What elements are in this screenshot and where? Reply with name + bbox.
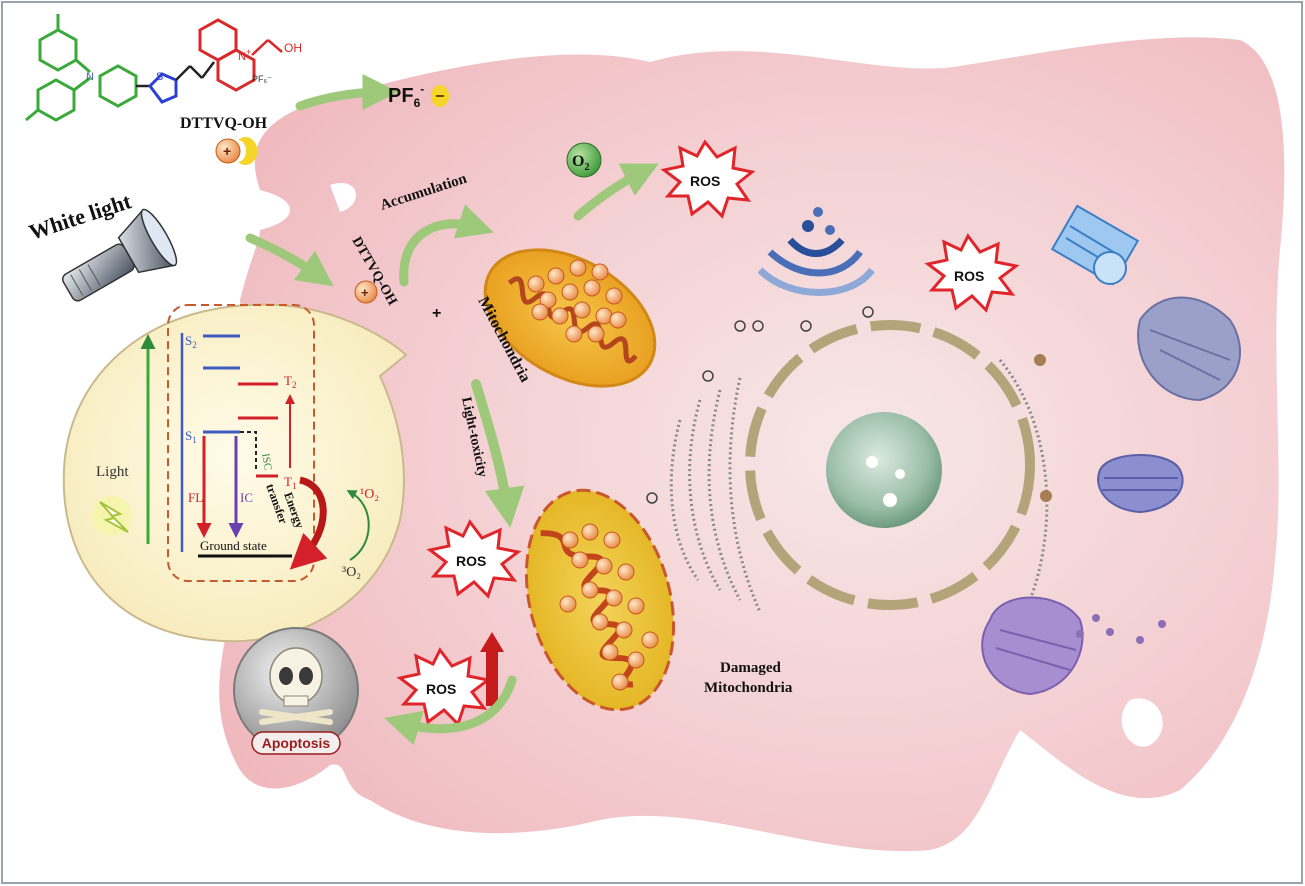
release-arrow — [295, 74, 399, 111]
n-plus-label: N+ — [238, 47, 251, 63]
small-vesicles — [1076, 614, 1166, 644]
fl-label: FL — [188, 490, 203, 505]
mito-cation-cluster — [527, 259, 627, 343]
purple-organelle-top — [1137, 296, 1241, 402]
white-light-label: White light — [26, 188, 135, 245]
cation-icon: + — [354, 280, 378, 304]
plus-sign: + — [432, 305, 441, 322]
light-arrow — [245, 233, 334, 287]
flashlight-icon — [61, 208, 178, 302]
svg-text:Apoptosis: Apoptosis — [262, 735, 331, 751]
svg-text:ROS: ROS — [690, 173, 720, 189]
ros-burst-mid: ROS — [426, 519, 522, 599]
compound-name: DTTVQ-OH — [180, 115, 268, 132]
lightning-icon — [92, 496, 132, 536]
ros-burst-right: ROS — [924, 233, 1020, 313]
t1-label: T1 — [284, 474, 296, 491]
svg-text:ROS: ROS — [426, 681, 456, 697]
nuclear-envelope — [745, 320, 1035, 610]
svg-text:+: + — [223, 143, 231, 159]
nucleolus-dot — [895, 469, 905, 479]
o2-label: O2 — [572, 153, 589, 173]
ros-increase-arrow — [480, 632, 504, 706]
er-vesicle — [1040, 490, 1052, 502]
nucleolus-dot — [883, 493, 897, 507]
rough-er — [669, 359, 1049, 613]
damaged-label-2: Mitochondria — [704, 680, 793, 696]
pf6-small-label: PF₆⁻ — [252, 74, 272, 84]
accumulation-arrow — [399, 204, 494, 287]
n-atom-label: N — [86, 71, 94, 83]
svg-text:ROS: ROS — [954, 268, 984, 284]
t2-label: T2 — [284, 373, 296, 390]
o2-conversion-arrow — [346, 490, 370, 561]
apoptosis-badge: Apoptosis — [251, 731, 341, 755]
s-atom-label: S — [156, 71, 163, 83]
purple-organelle-mid — [1097, 454, 1184, 514]
energy-transfer-arrow — [289, 476, 328, 570]
ros-burst-bottom: ROS — [396, 647, 492, 727]
jablonski-light-label: Light — [96, 464, 129, 480]
svg-text:ROS: ROS — [456, 553, 486, 569]
damaged-label-1: Damaged — [720, 660, 781, 676]
purple-organelle-bottom — [981, 596, 1084, 696]
s2-label: S2 — [185, 333, 197, 350]
cell-notch — [330, 182, 357, 212]
ic-label: IC — [240, 490, 253, 505]
nucleolus-dot — [866, 456, 878, 468]
s1-label: S1 — [185, 428, 197, 445]
light-toxicity-arrow — [471, 379, 525, 528]
centriole — [1050, 204, 1140, 286]
dttvq-oh-structure: N S N+ OH PF₆⁻ — [25, 14, 302, 122]
singlet-o2-label: ¹O₂ — [360, 487, 379, 502]
golgi-apparatus — [646, 207, 875, 504]
skull-icon — [233, 627, 359, 753]
ground-state-label: Ground state — [200, 538, 267, 553]
triplet-o2-label: ³O₂ — [342, 565, 361, 580]
anion-icon — [431, 85, 449, 107]
svg-text:+: + — [361, 285, 369, 300]
apoptosis-arrow — [384, 675, 517, 746]
ros-burst-top: ROS — [660, 139, 756, 219]
nucleolus — [826, 412, 942, 528]
pf6-label: PF6- — [388, 82, 424, 110]
isc-label: ISC — [259, 452, 274, 471]
o2-molecule-icon — [566, 142, 602, 178]
er-vesicle — [1034, 354, 1046, 366]
cation-anion-pair-icon: + — [215, 137, 258, 166]
cell-notch — [1121, 698, 1163, 747]
isc-arrow — [240, 431, 257, 470]
oh-label: OH — [284, 41, 302, 55]
damaged-cation-cluster — [559, 523, 659, 691]
o2-arrow — [573, 163, 659, 221]
